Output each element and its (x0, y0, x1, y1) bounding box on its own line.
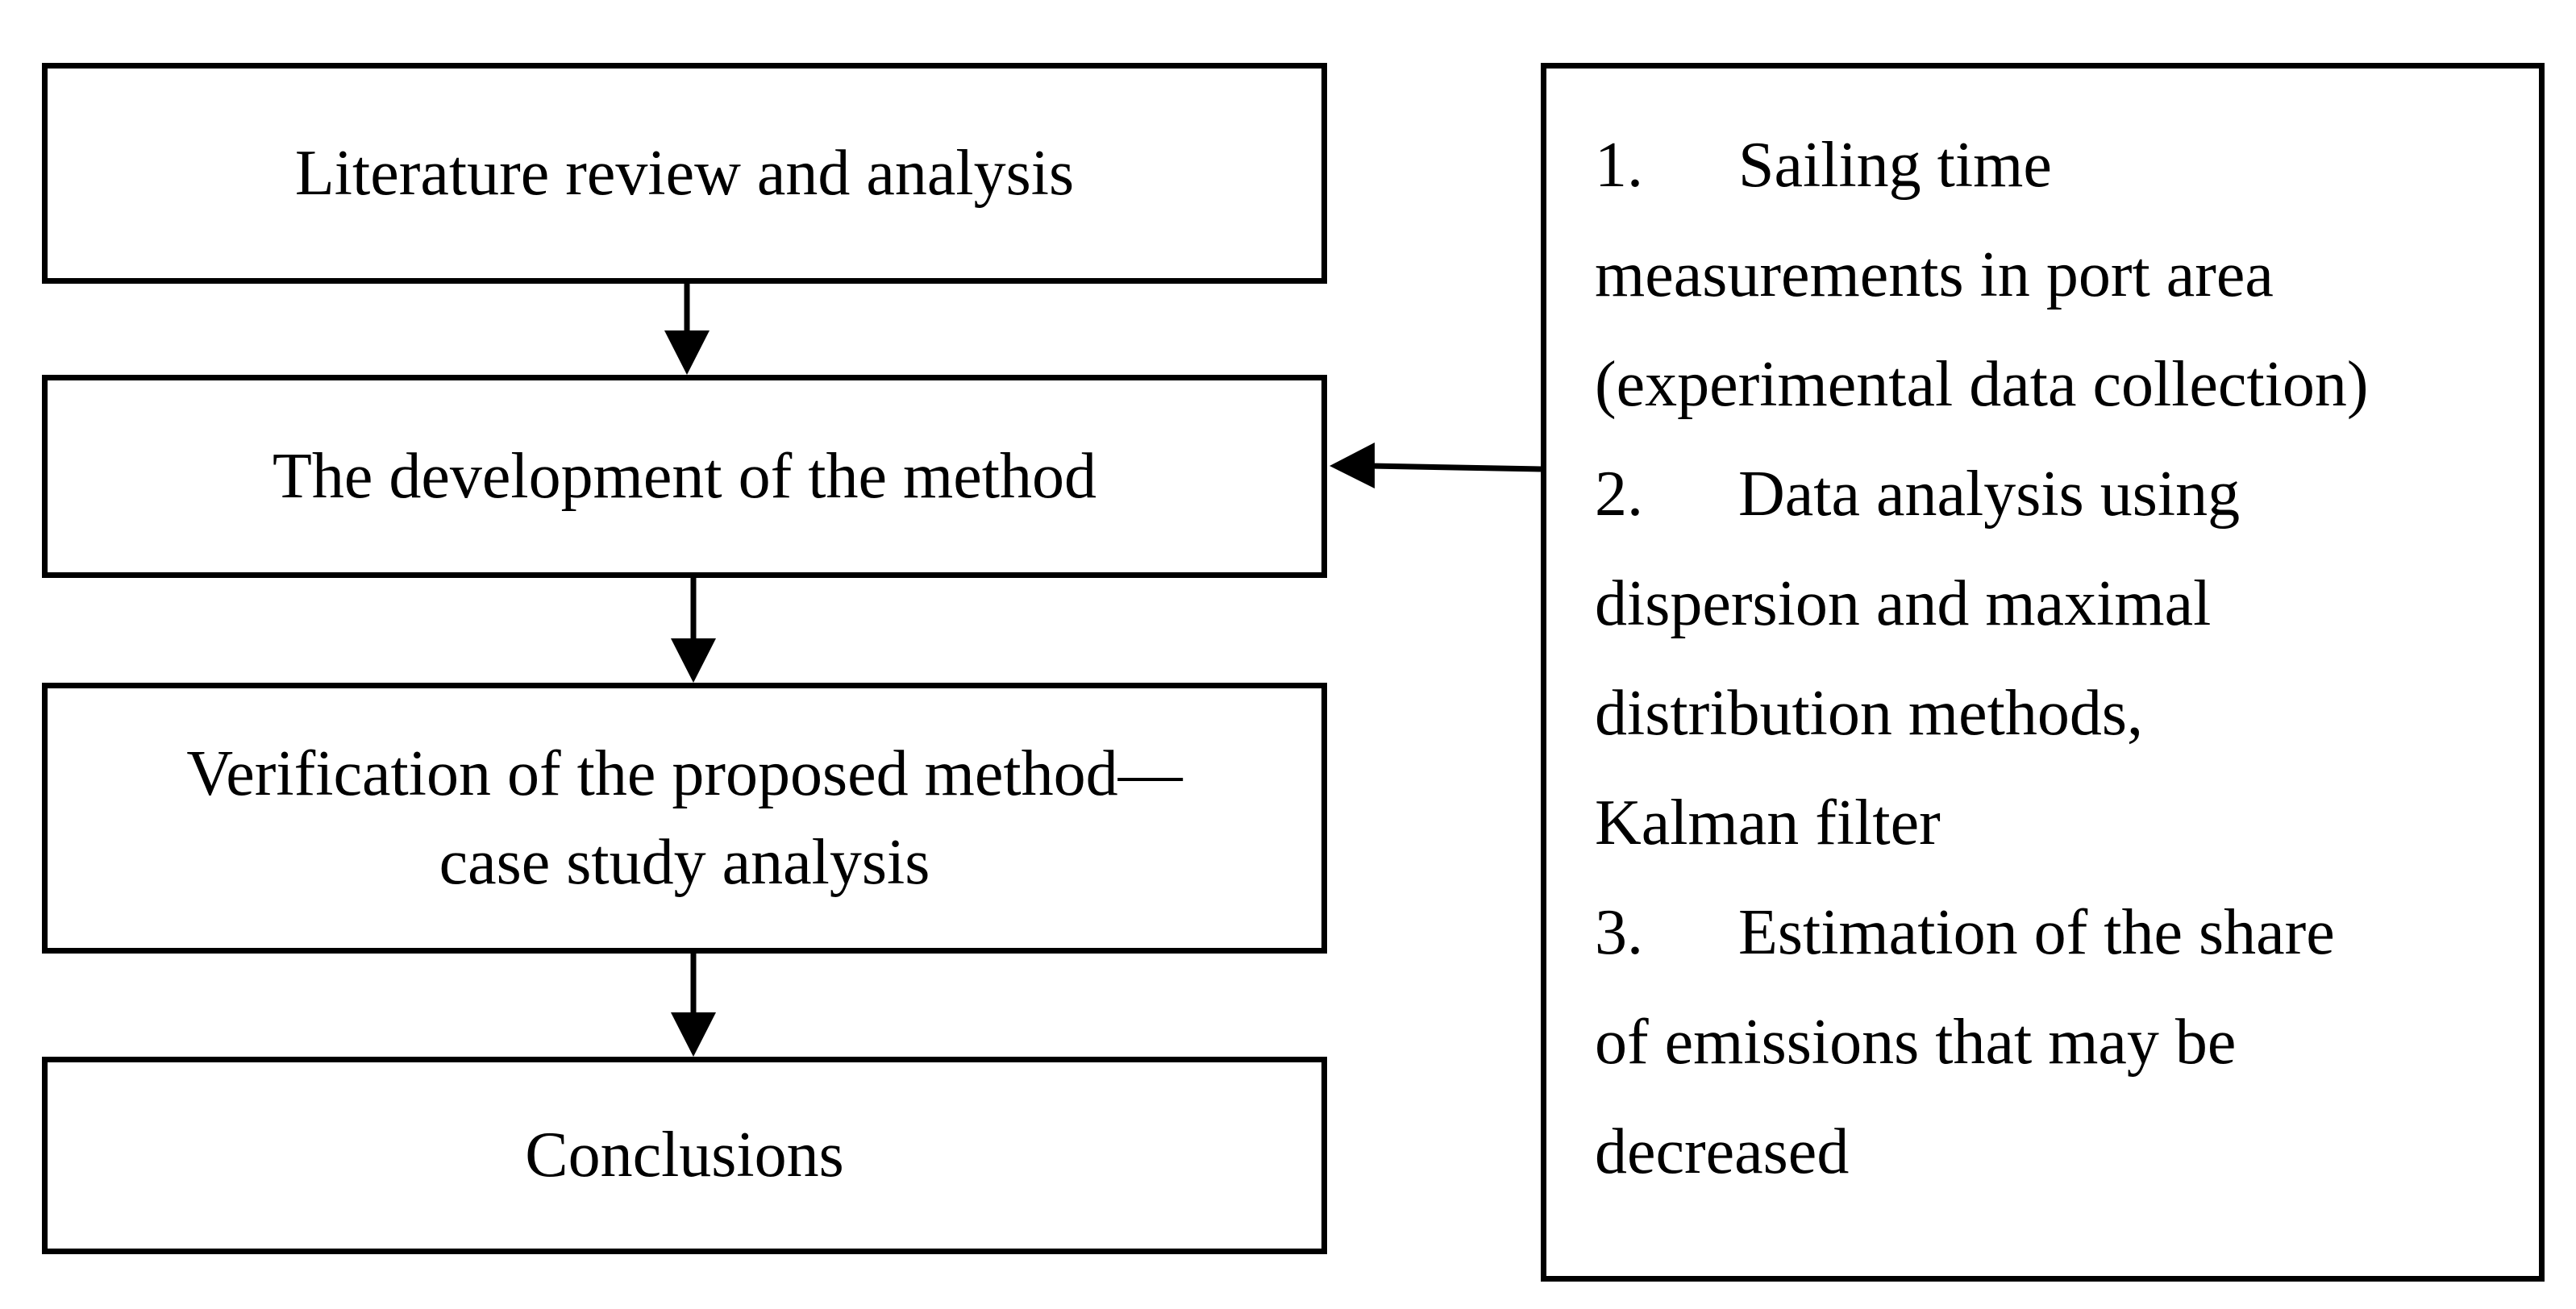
literature-review-box: Literature review and analysis (42, 63, 1327, 284)
step-1-line-3: (experimental data collection) (1595, 349, 2369, 420)
verification-label-line2: case study analysis (439, 827, 930, 898)
step-1-line-1: 1. Sailing time (1595, 110, 2491, 220)
step-3-line-1: 3. Estimation of the share (1595, 878, 2491, 987)
step-2-line-2: dispersion and maximal (1595, 568, 2212, 639)
step-1-line-2: measurements in port area (1595, 239, 2274, 310)
verification-box: Verification of the proposed method— cas… (42, 683, 1327, 954)
step-1-text-1: Sailing time (1738, 130, 2052, 201)
verification-label-line1: Verification of the proposed method— (186, 738, 1183, 809)
step-1-number: 1. (1595, 130, 1643, 201)
arrow-1-head (664, 330, 710, 375)
step-2-line-3: distribution methods, (1595, 678, 2143, 749)
arrow-4-shaft (1370, 463, 1542, 472)
arrow-2-head (671, 638, 716, 683)
arrow-4-head (1330, 443, 1375, 488)
conclusions-box: Conclusions (42, 1057, 1327, 1254)
step-2-text-1: Data analysis using (1738, 459, 2241, 530)
step-3-line-3: decreased (1595, 1116, 1850, 1187)
method-development-box: The development of the method (42, 375, 1327, 578)
arrow-3-head (671, 1012, 716, 1057)
method-steps-box: 1. Sailing time measurements in port area… (1541, 63, 2545, 1282)
step-2-line-1: 2. Data analysis using (1595, 439, 2491, 549)
conclusions-label: Conclusions (525, 1120, 844, 1191)
step-3-number: 3. (1595, 897, 1643, 968)
verification-label: Verification of the proposed method— cas… (138, 729, 1230, 908)
step-3-text-1: Estimation of the share (1738, 897, 2335, 968)
step-2-number: 2. (1595, 459, 1643, 530)
step-3-line-2: of emissions that may be (1595, 1007, 2237, 1078)
literature-review-label: Literature review and analysis (294, 137, 1075, 209)
step-2-line-4: Kalman filter (1595, 787, 1941, 858)
method-development-label: The development of the method (273, 440, 1097, 512)
